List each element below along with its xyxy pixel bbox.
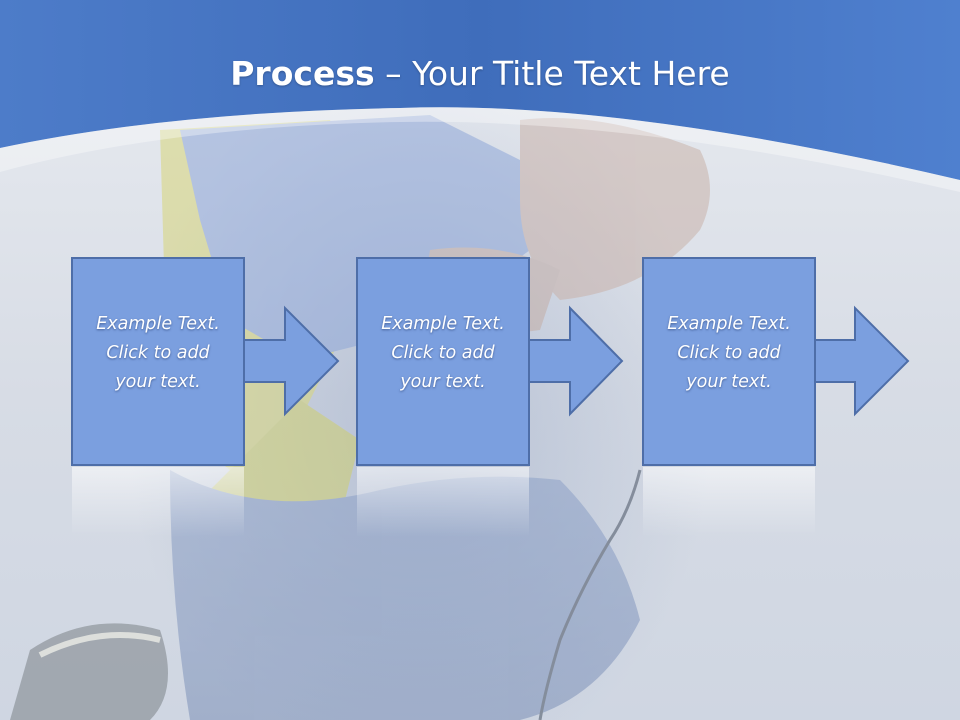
step-text-line: Click to add bbox=[677, 343, 781, 363]
title-bold: Process bbox=[230, 54, 375, 93]
step-text-line: your text. bbox=[686, 372, 772, 392]
step-text-line: your text. bbox=[400, 372, 486, 392]
process-arrow-2 bbox=[524, 305, 624, 417]
process-arrow-3 bbox=[809, 305, 910, 417]
process-step-3[interactable] bbox=[642, 257, 910, 537]
step-text-line: Example Text. bbox=[381, 314, 505, 334]
process-box-1 bbox=[71, 257, 245, 466]
step-text-line: your text. bbox=[115, 372, 201, 392]
process-box-3-reflection bbox=[643, 467, 815, 537]
step-text-line: Click to add bbox=[106, 343, 210, 363]
header-band bbox=[0, 0, 960, 192]
step-text-line: Click to add bbox=[391, 343, 495, 363]
process-box-2 bbox=[356, 257, 530, 466]
process-step-1[interactable] bbox=[71, 257, 340, 537]
slide-title[interactable]: Process – Your Title Text Here bbox=[0, 52, 960, 96]
step-text-line: Example Text. bbox=[667, 314, 791, 334]
process-arrow-1 bbox=[239, 305, 340, 417]
process-step-1-text[interactable]: Example Text. Click to add your text. bbox=[72, 310, 244, 397]
process-step-3-text[interactable]: Example Text. Click to add your text. bbox=[643, 310, 815, 397]
process-box-3 bbox=[642, 257, 816, 466]
process-box-1-reflection bbox=[72, 467, 244, 537]
process-step-2[interactable] bbox=[356, 257, 624, 537]
process-step-2-text[interactable]: Example Text. Click to add your text. bbox=[357, 310, 529, 397]
title-rest: – Your Title Text Here bbox=[374, 54, 730, 93]
step-text-line: Example Text. bbox=[96, 314, 220, 334]
process-box-2-reflection bbox=[357, 467, 529, 537]
